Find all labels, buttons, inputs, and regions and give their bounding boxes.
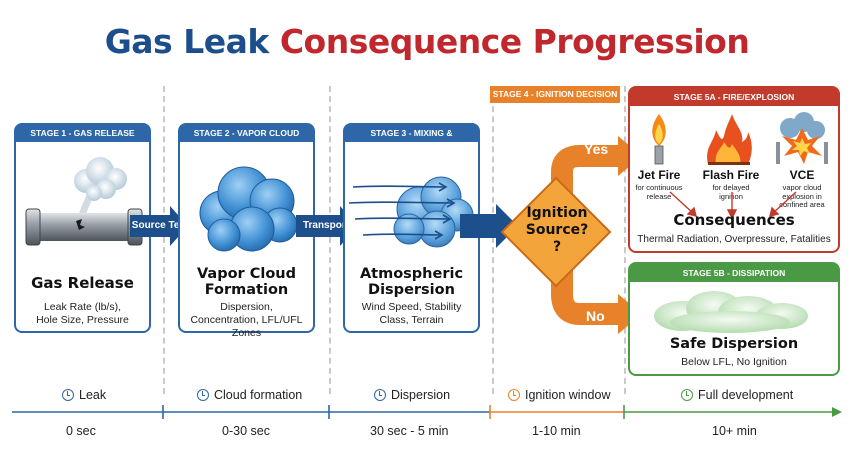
dispersion-cloud-icon	[349, 176, 474, 248]
stage-2-panel: STAGE 2 - VAPOR CLOUD Vapor Cloud Format…	[178, 123, 315, 339]
transport-arrow	[296, 206, 358, 246]
stage-1-header: STAGE 1 - GAS RELEASE	[16, 125, 149, 142]
ignition-decision-diamond	[500, 176, 612, 288]
timeline-time-3: 1-10 min	[532, 424, 581, 438]
stage-3-title: Atmospheric Dispersion	[359, 266, 464, 299]
timeline-label-text: Cloud formation	[214, 388, 303, 402]
timeline-label-text: Ignition window	[525, 388, 611, 402]
clock-icon	[374, 389, 386, 401]
stage-5a-panel: STAGE 5A - FIRE/EXPLOSION Jet Fire for c…	[628, 86, 840, 253]
title-word-rest: Consequence Progression	[279, 22, 750, 61]
consequence-arrows	[669, 191, 797, 220]
stage-4-header: STAGE 4 - IGNITION DECISION	[490, 86, 620, 103]
clock-icon	[62, 389, 74, 401]
source-term-arrow	[130, 206, 188, 246]
vce-name: VCE	[789, 168, 815, 182]
clock-icon	[508, 389, 520, 401]
candle-flame-icon	[652, 114, 666, 165]
stage-divider	[163, 86, 165, 394]
timeline-time-1: 0-30 sec	[222, 424, 270, 438]
clock-icon	[681, 389, 693, 401]
jet-fire-description: for continuous release	[635, 183, 683, 201]
title-word-gas: Gas	[104, 22, 173, 61]
stage-divider	[329, 86, 331, 394]
timeline-label-cloud-formation: Cloud formation	[197, 388, 302, 402]
clock-icon	[197, 389, 209, 401]
ignition-question: Ignition Source? ?	[512, 205, 602, 255]
title-word-leak: Leak	[183, 22, 269, 61]
timeline-label-text: Leak	[79, 388, 107, 402]
source-term-label: Source Term	[131, 220, 193, 231]
stage-5b-panel: STAGE 5B - DISSIPATION Safe Dispersion B…	[628, 262, 840, 376]
timeline-label-text: Dispersion	[391, 388, 451, 402]
stage-5b-header: STAGE 5B - DISSIPATION	[630, 264, 838, 282]
stage-3-header: STAGE 3 - MIXING & DISPERSION	[345, 125, 478, 155]
timeline-time-0: 0 sec	[66, 424, 96, 438]
stage-3-panel: STAGE 3 - MIXING & DISPERSION	[343, 123, 480, 333]
consequences-description: Thermal Radiation, Overpressure, Fatalit…	[637, 234, 831, 245]
stage-2-title: Vapor Cloud Formation	[196, 266, 297, 299]
jet-fire-name: Jet Fire	[637, 168, 681, 182]
timeline-label-leak: Leak	[62, 388, 106, 402]
stage-divider	[492, 86, 494, 394]
stage-3-description: Wind Speed, Stability Class, Terrain	[361, 301, 462, 327]
transport-label: Transport	[302, 220, 350, 231]
vapor-cloud-icon	[199, 166, 298, 252]
dissipating-cloud-icon	[654, 291, 808, 333]
ignition-question-text: Ignition Source?	[525, 205, 589, 238]
page-title: Gas Leak Consequence Progression	[0, 22, 854, 61]
safe-dispersion-description: Below LFL, No Ignition	[681, 356, 787, 368]
stage-1-description: Leak Rate (lb/s), Hole Size, Pressure	[36, 301, 129, 327]
stage-5a-header: STAGE 5A - FIRE/EXPLOSION	[630, 88, 838, 106]
timeline-label-dispersion: Dispersion	[374, 388, 450, 402]
consequences-title: Consequences	[673, 211, 795, 229]
stage-2-description: Dispersion, Concentration, LFL/UFL Zones	[190, 301, 303, 340]
vce-description: vapor cloud explosion in confined area	[779, 183, 825, 210]
explosion-icon	[776, 112, 828, 164]
no-label: No	[586, 308, 605, 324]
flash-fire-name: Flash Fire	[702, 168, 760, 182]
leaking-pipe-icon	[25, 157, 143, 246]
timeline-axis	[12, 405, 842, 419]
flash-fire-description: for delayed ignition	[712, 183, 750, 201]
timeline-label-full-development: Full development	[681, 388, 793, 402]
yes-label: Yes	[584, 141, 609, 157]
ignition-question-mark: ?	[552, 238, 562, 255]
stage-divider	[624, 86, 626, 394]
safe-dispersion-title: Safe Dispersion	[669, 336, 799, 352]
timeline-label-text: Full development	[698, 388, 794, 402]
timeline-label-ignition-window: Ignition window	[508, 388, 610, 402]
timeline-time-4: 10+ min	[712, 424, 757, 438]
stage-2-header: STAGE 2 - VAPOR CLOUD	[180, 125, 313, 142]
flash-fire-icon	[707, 114, 752, 165]
stage-1-title: Gas Release	[31, 274, 134, 292]
timeline-time-2: 30 sec - 5 min	[370, 424, 449, 438]
flow-arrow	[460, 204, 518, 248]
